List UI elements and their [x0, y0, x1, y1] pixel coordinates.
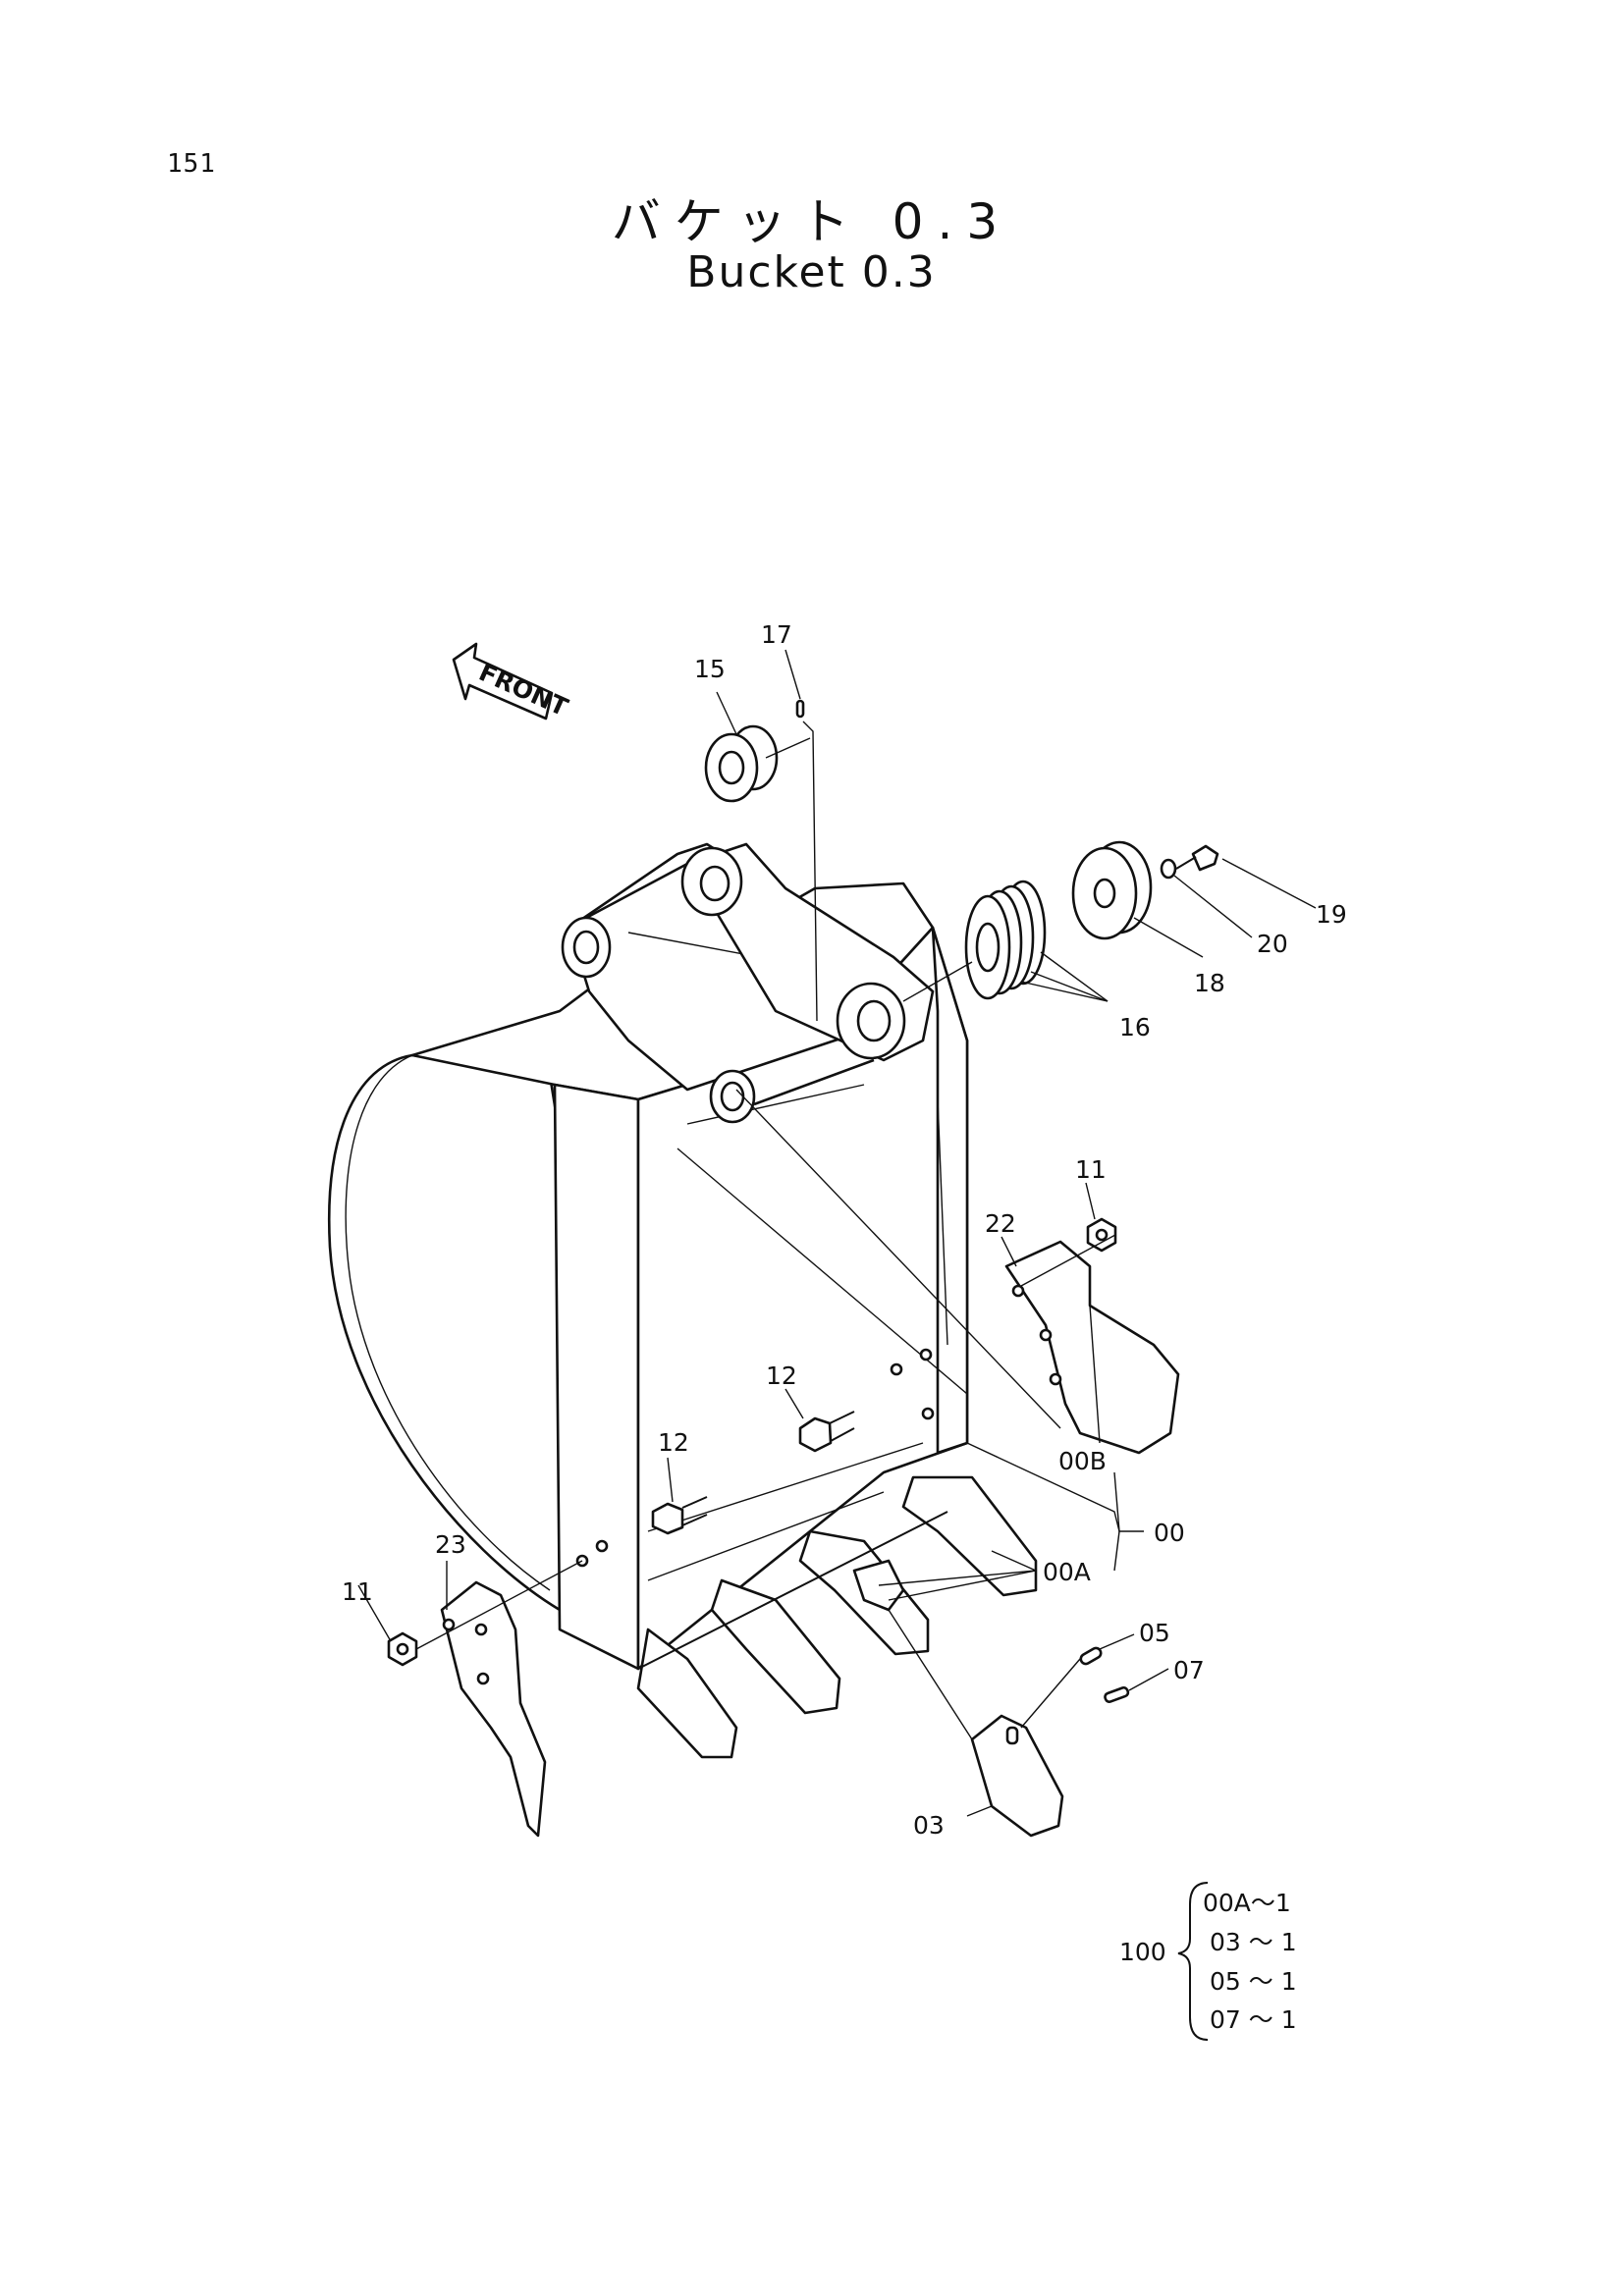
kit-number: 100	[1119, 1938, 1166, 1966]
front-label: FRONT	[475, 658, 572, 721]
kit-line-1: 00A～1	[1203, 1889, 1291, 1917]
part-11-nut-left	[387, 1631, 418, 1667]
kit-line-2: 03 ～ 1	[1210, 1928, 1297, 1956]
part-22-side-cutter	[1004, 1240, 1180, 1455]
callout-07: 07	[1173, 1656, 1205, 1684]
callout-17: 17	[761, 620, 792, 649]
part-19-bolt	[1175, 844, 1219, 872]
kit-note: 100 00A～1 03 ～ 1 05 ～ 1 07 ～ 1	[1119, 1882, 1297, 2041]
part-15-bushing	[704, 724, 779, 803]
callout-16: 16	[1119, 1013, 1151, 1041]
bucket-teeth	[636, 1475, 1038, 1759]
part-11-nut-right	[1086, 1217, 1117, 1253]
callout-15: 15	[694, 655, 726, 683]
callout-20: 20	[1257, 930, 1288, 958]
pin-bosses	[561, 846, 906, 1124]
callout-numbers: 17 15 19 20 18 16 11 22 12 12 00B 00 00A…	[342, 620, 1347, 1840]
callout-19: 19	[1316, 900, 1347, 929]
callout-11-left: 11	[342, 1577, 373, 1606]
part-03-tooth	[970, 1714, 1064, 1838]
callout-05: 05	[1139, 1619, 1170, 1647]
leader-lines	[357, 649, 1317, 1817]
callout-00A: 00A	[1043, 1558, 1091, 1586]
callout-23: 23	[435, 1530, 466, 1559]
page-number: 151	[167, 149, 216, 179]
part-23-side-cutter	[440, 1580, 547, 1838]
callout-22: 22	[985, 1209, 1016, 1238]
callout-11-right: 11	[1075, 1155, 1107, 1184]
kit-line-4: 07 ～ 1	[1210, 2005, 1297, 2034]
part-12-bolt-upper	[798, 1411, 855, 1453]
title-japanese: バケット 0.3	[611, 193, 1012, 250]
part-07-pin	[1104, 1685, 1130, 1703]
callout-12-upper: 12	[766, 1362, 797, 1390]
part-16-shims	[964, 880, 1047, 1000]
title-english: Bucket 0.3	[686, 247, 937, 297]
kit-line-3: 05 ～ 1	[1210, 1967, 1297, 1996]
part-20-washer	[1160, 858, 1177, 880]
callout-03: 03	[913, 1811, 945, 1840]
callout-18: 18	[1194, 969, 1225, 997]
front-arrow-icon: FRONT	[452, 642, 572, 721]
callout-00: 00	[1154, 1519, 1185, 1547]
part-05-lock	[1079, 1646, 1103, 1666]
callout-00B: 00B	[1058, 1447, 1107, 1475]
part-18-plate	[1071, 840, 1153, 940]
part-12-bolt-lower	[651, 1496, 708, 1535]
callout-12-lower: 12	[658, 1428, 689, 1457]
part-17-pin	[795, 699, 805, 719]
